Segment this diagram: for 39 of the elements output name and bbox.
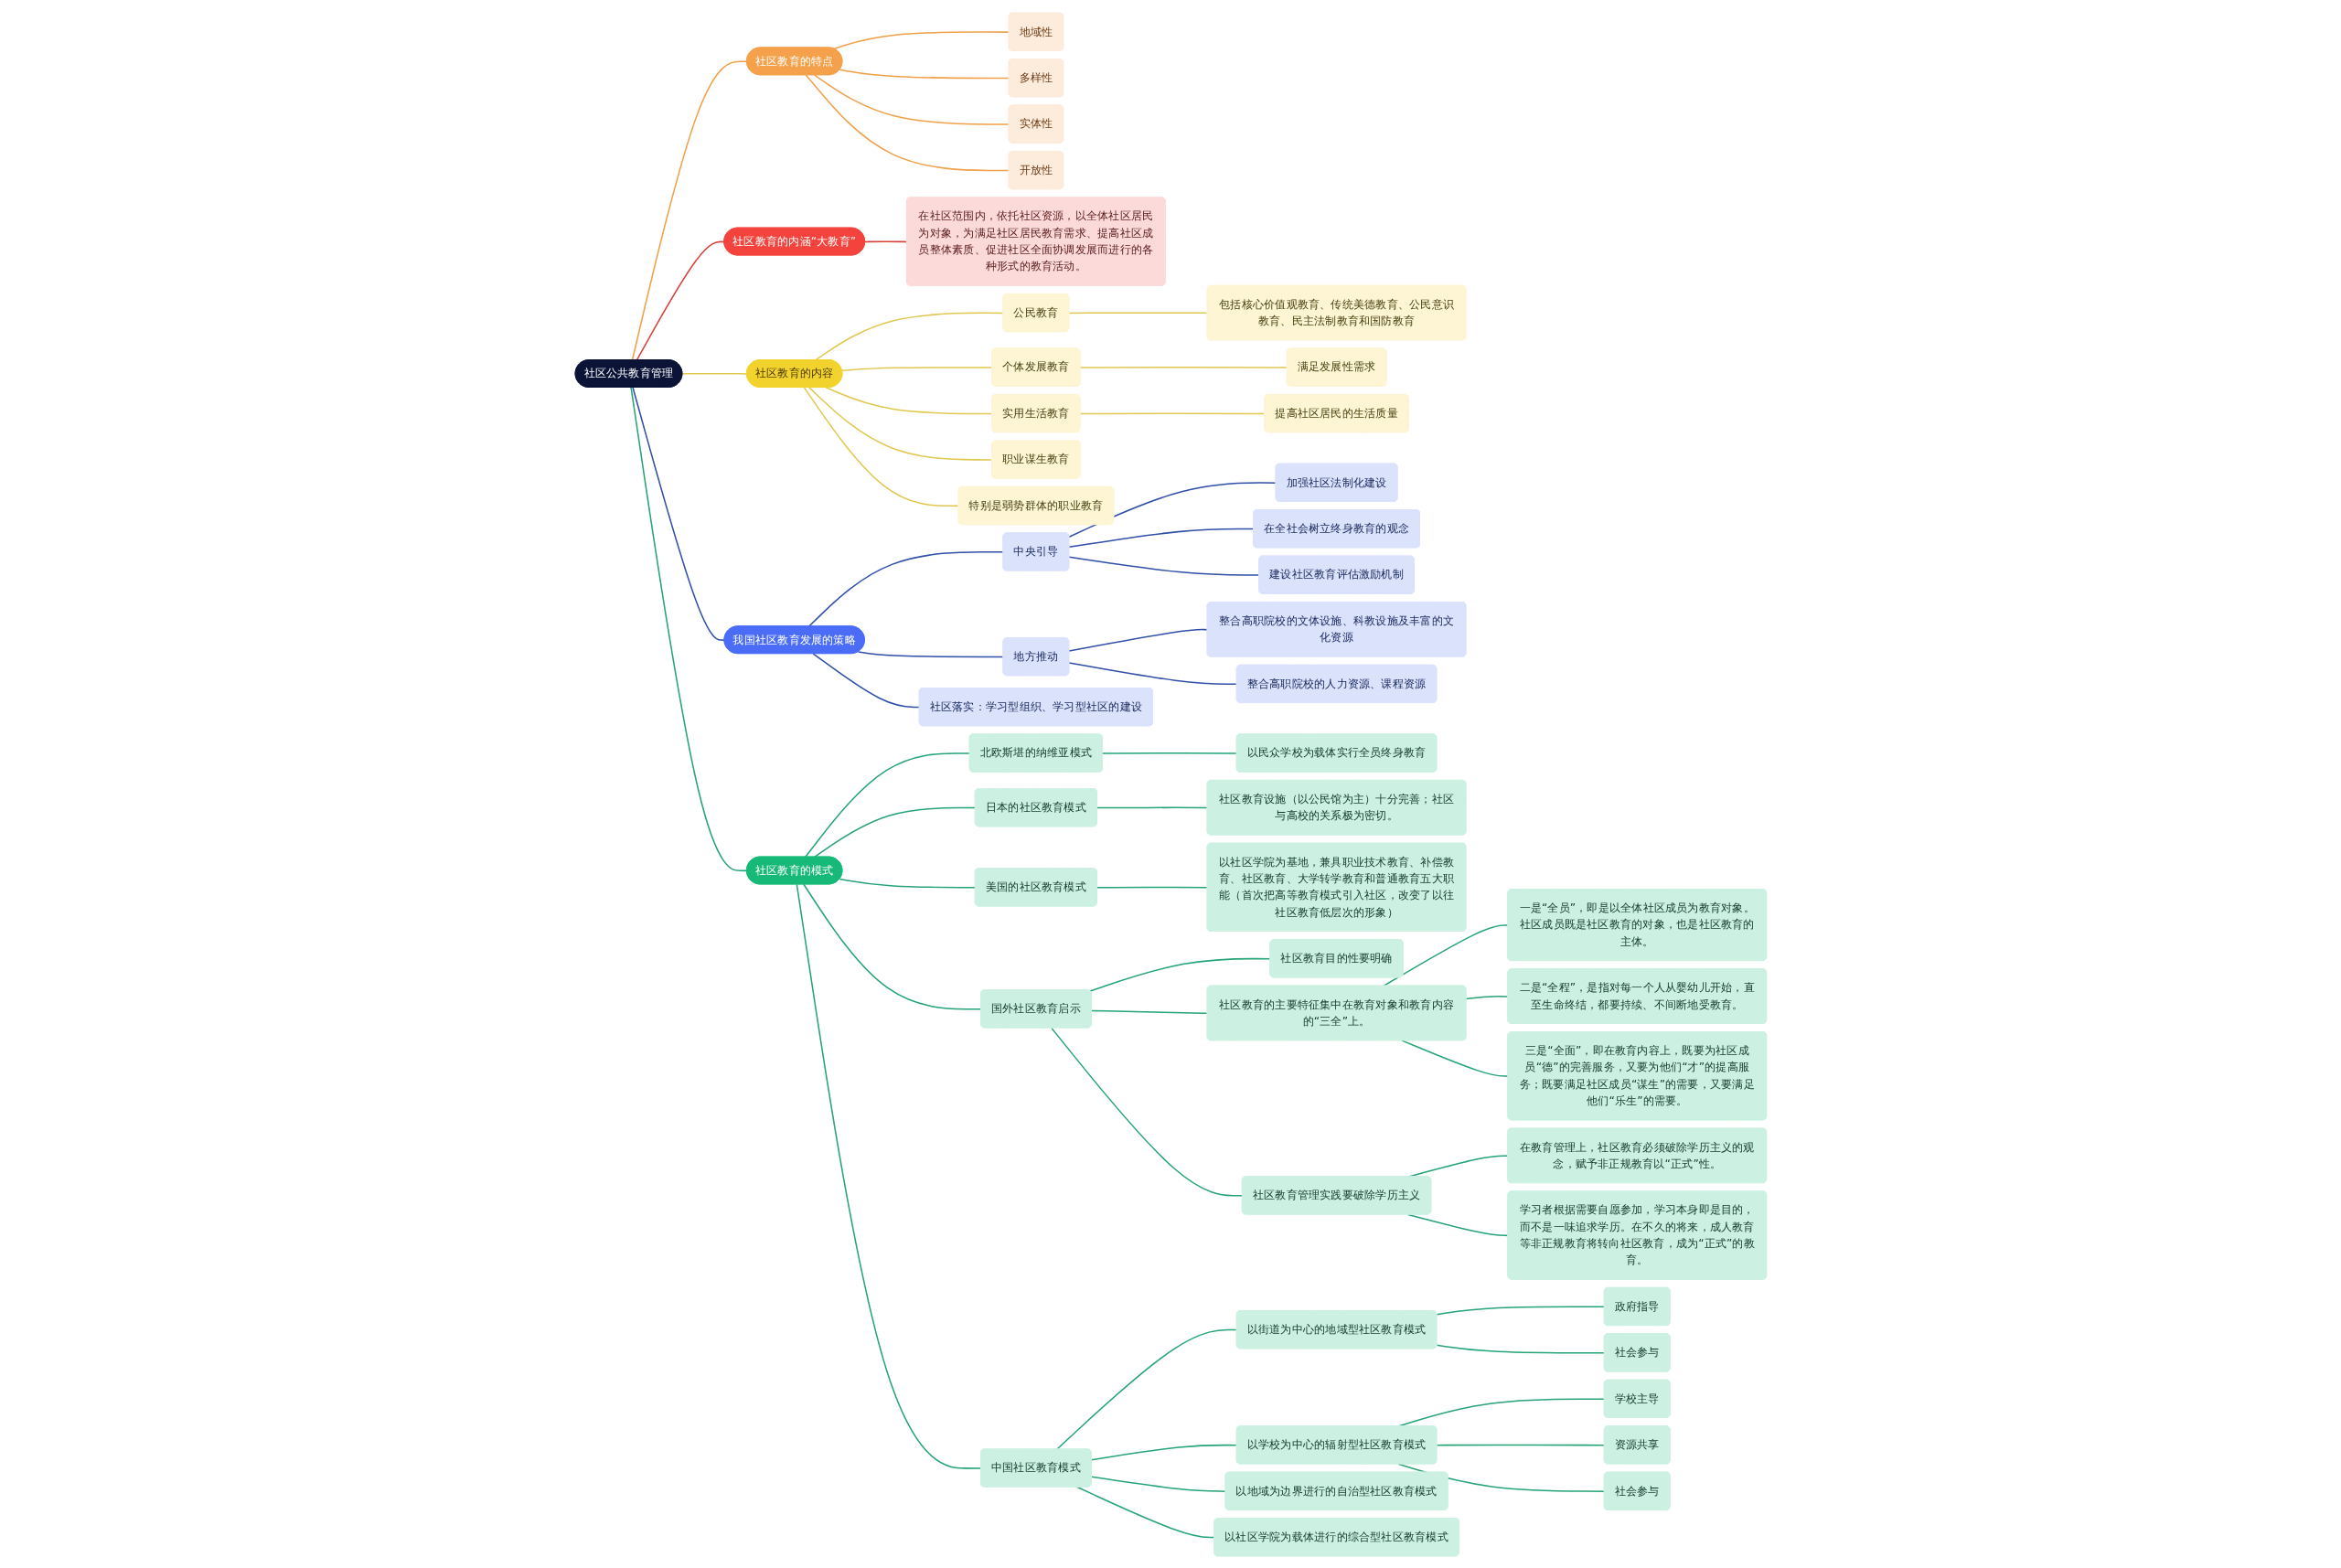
connector (1068, 628, 1208, 652)
connector (1401, 1039, 1509, 1077)
connector (681, 372, 748, 375)
connector (796, 883, 982, 1469)
connector (1090, 1444, 1237, 1460)
connector (631, 386, 725, 641)
connector (1096, 886, 1208, 888)
connector (1068, 311, 1208, 314)
connector (1068, 556, 1260, 576)
connector (636, 240, 725, 361)
connector (812, 652, 920, 708)
connector (863, 240, 908, 242)
connector (629, 386, 748, 871)
connector (805, 73, 1010, 171)
connector (1096, 806, 1208, 808)
connector (1406, 1213, 1509, 1236)
connector (807, 550, 1004, 627)
connector (1465, 995, 1509, 999)
connector (857, 650, 1004, 657)
connector (1101, 752, 1237, 754)
connector (1068, 661, 1237, 685)
connector (814, 312, 1004, 361)
connector (840, 366, 993, 371)
connector (1079, 411, 1266, 414)
connector (802, 883, 982, 1009)
connector (804, 752, 970, 858)
connector (1068, 481, 1277, 538)
connector (803, 386, 959, 507)
connector (1075, 1486, 1215, 1538)
connector (1090, 1475, 1226, 1492)
connector (1068, 528, 1255, 548)
connector (813, 73, 1010, 125)
connector (807, 386, 993, 461)
connector (1089, 957, 1271, 992)
connector (631, 59, 748, 361)
connector (1055, 1328, 1237, 1450)
connector (825, 386, 993, 414)
connector (839, 69, 1010, 79)
connector (1090, 1009, 1208, 1014)
